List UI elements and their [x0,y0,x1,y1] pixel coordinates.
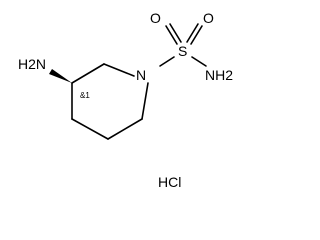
wedge-bond-c3-nh2 [49,69,72,83]
bond-c5-c4 [71,118,109,140]
bond-c6-c5 [107,118,143,140]
bond-s-nh2 [191,56,207,67]
bond-c3-c2 [71,63,105,84]
bond-s-o-left-b [169,23,182,43]
stereo-center-label: &1 [80,91,90,100]
bond-n1-s [159,56,175,67]
bond-n1-c6 [141,82,149,120]
bond-s-o-right-b [190,25,203,45]
oxygen-left-label: O [150,10,161,26]
oxygen-right-label: O [203,10,214,26]
sulfur-label: S [178,43,187,59]
ring-nitrogen-label: N [136,67,146,83]
bond-s-o-left-a [165,25,178,45]
sulfonamide-nitrogen-label: NH2 [205,67,233,83]
chemical-structure: H2N &1 N S O O NH2 HCl [18,10,233,190]
hcl-salt-label: HCl [158,174,181,190]
bond-c2-n1 [103,63,135,77]
bond-s-o-right-a [186,23,199,43]
amine-nitrogen-label: H2N [18,56,46,72]
